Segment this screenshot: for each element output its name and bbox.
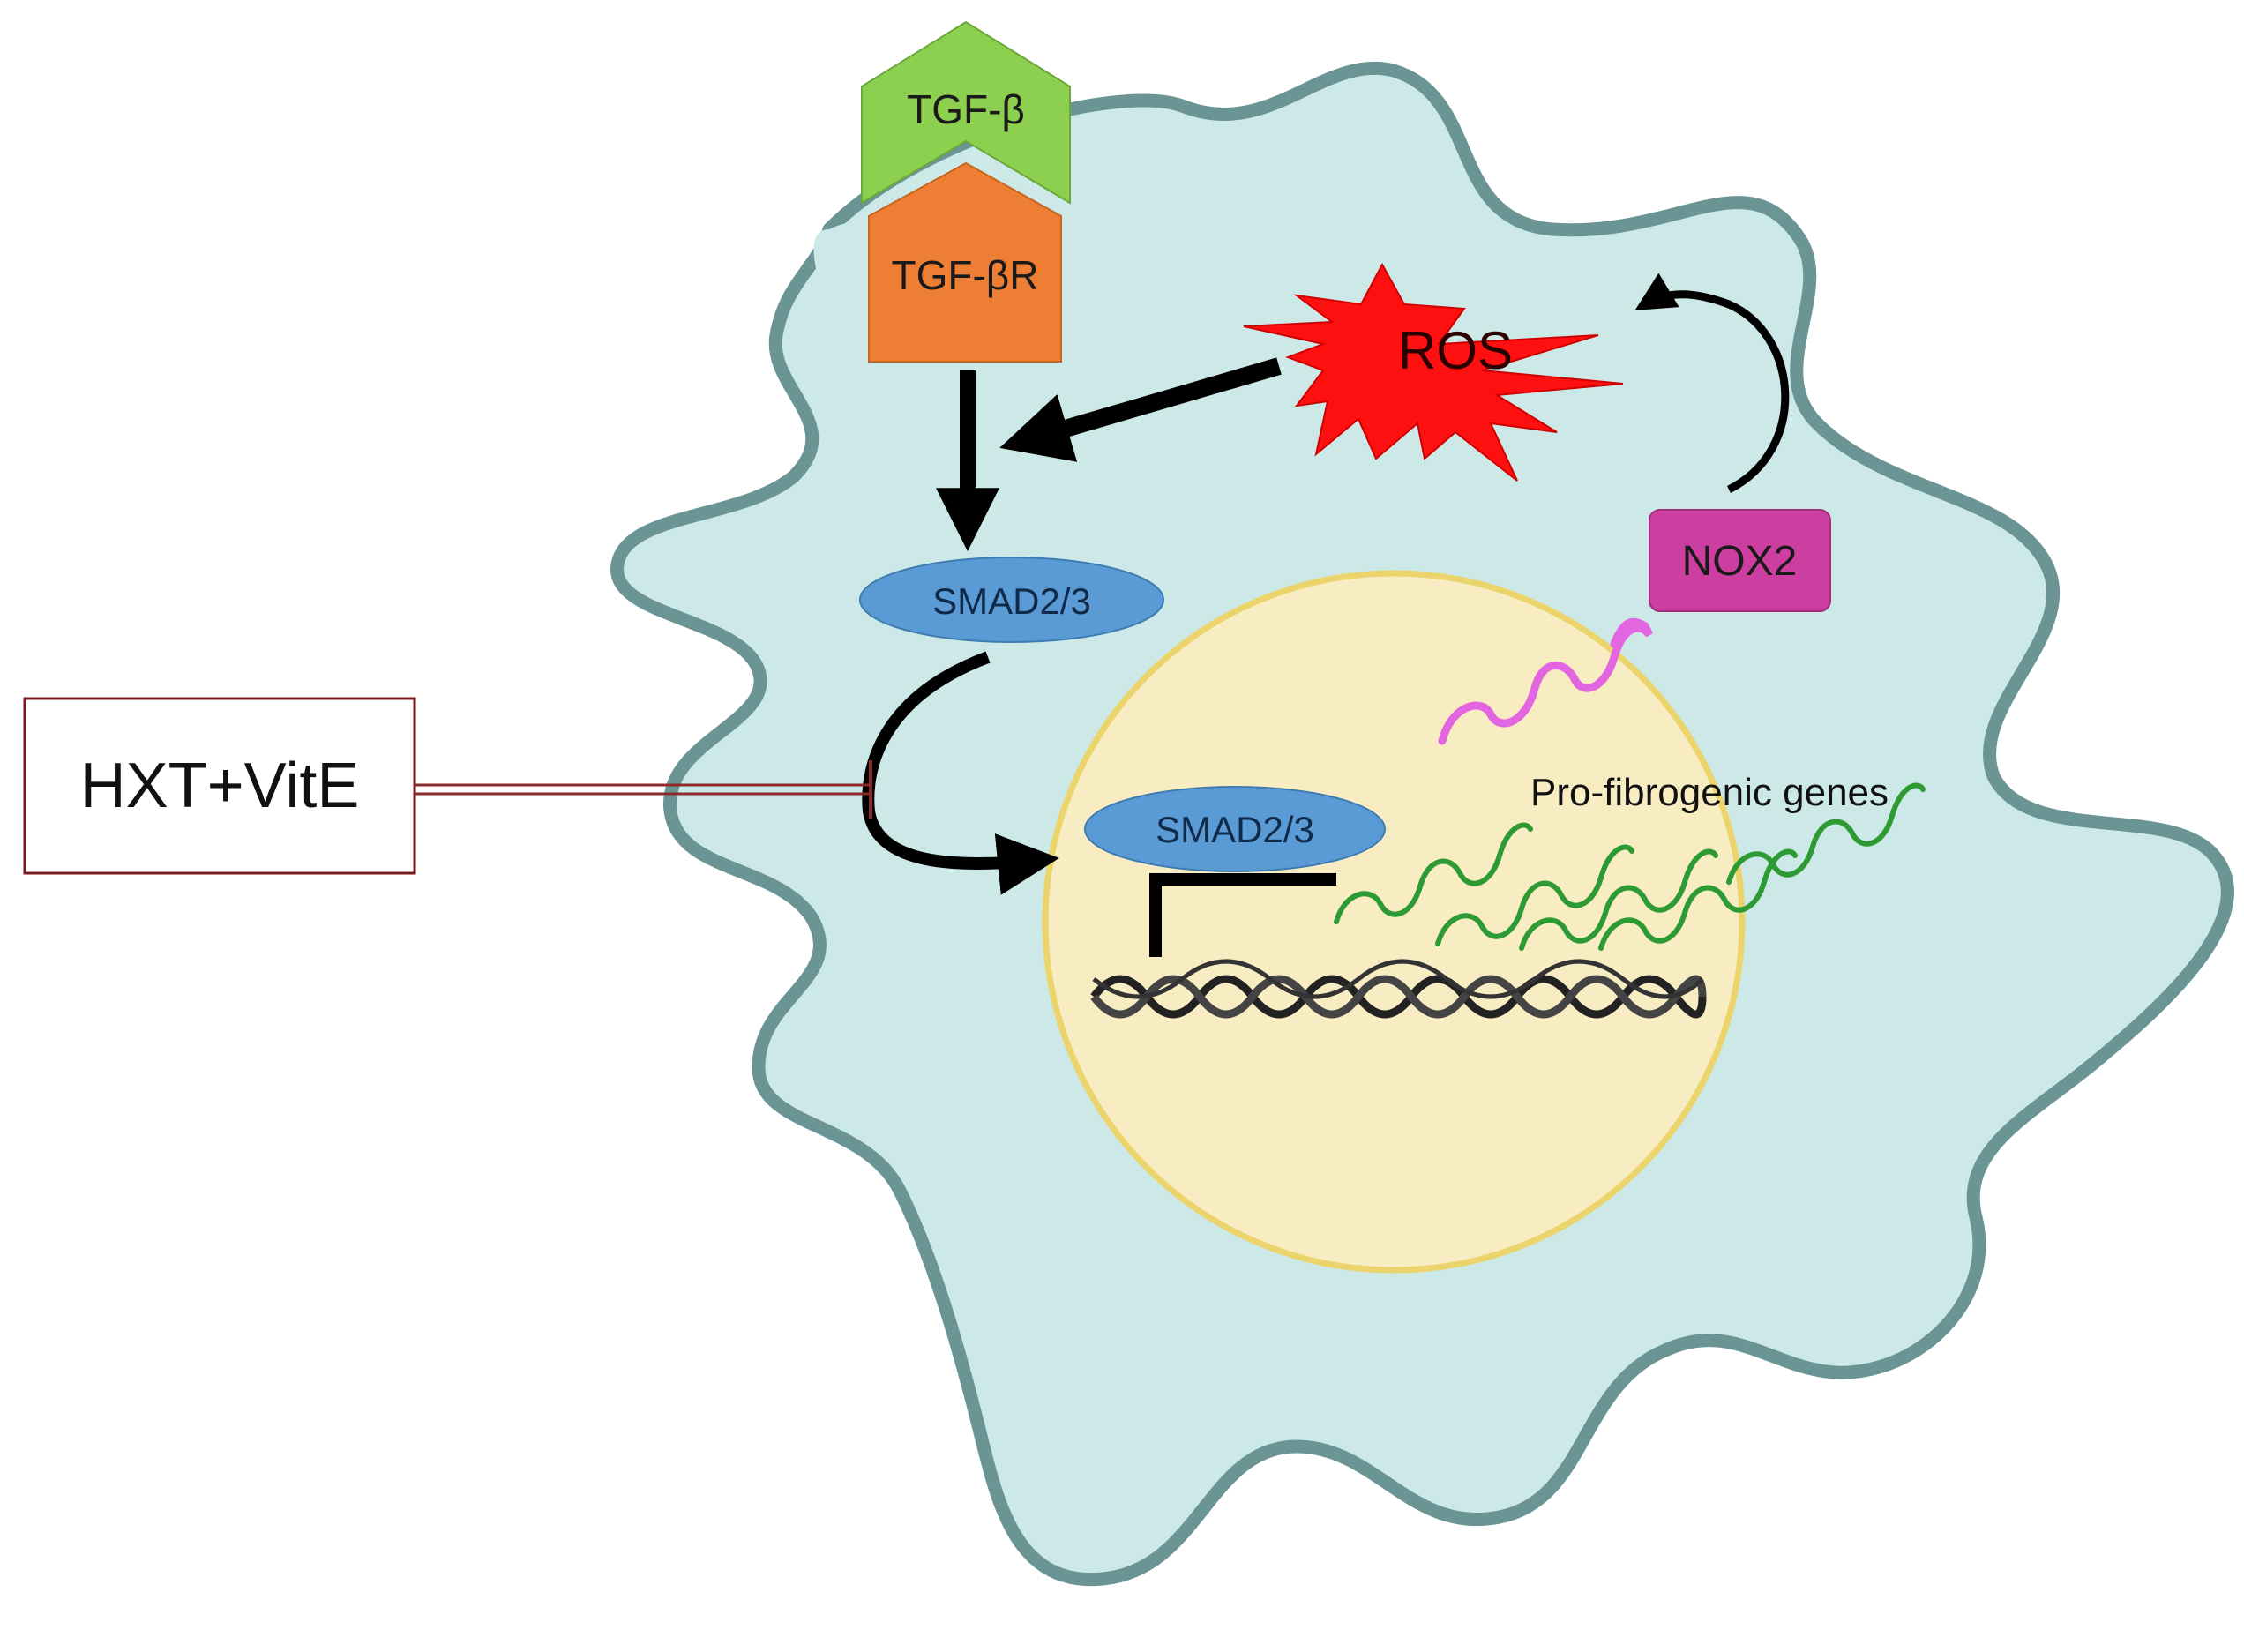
treatment-box	[23, 697, 416, 875]
smad-cytoplasm	[859, 557, 1164, 643]
smad-translocation-arrow	[862, 651, 1059, 895]
nox2-label: NOX2	[1682, 538, 1798, 585]
nox2-to-ros-arrow	[1634, 273, 1790, 494]
tgf-beta-receptor	[868, 161, 1062, 363]
smad-nucleus-label: SMAD2/3	[1156, 809, 1314, 850]
nucleus	[1042, 570, 1746, 1274]
ros-label: ROS	[1398, 321, 1513, 380]
ros-to-pathway-arrow	[999, 357, 1282, 462]
genes-label: Pro-fibrogenic genes	[1530, 771, 1889, 814]
treatment-label: HXT+VitE	[80, 751, 360, 821]
smad-nucleus	[1084, 786, 1386, 872]
tgf-beta-ligand	[861, 20, 1071, 205]
dna-helix	[1090, 959, 1707, 1019]
tgf-beta-label: TGF-β	[907, 86, 1025, 132]
pro-fibrogenic-mrnas	[1334, 782, 1926, 951]
nox2-box	[1649, 509, 1831, 612]
tgf-beta-receptor-label: TGF-βR	[892, 252, 1039, 298]
ros-burst	[1243, 262, 1624, 482]
smad-cytoplasm-label: SMAD2/3	[932, 580, 1091, 622]
pink-mrna	[1438, 617, 1654, 745]
promoter-bracket	[1149, 873, 1336, 957]
